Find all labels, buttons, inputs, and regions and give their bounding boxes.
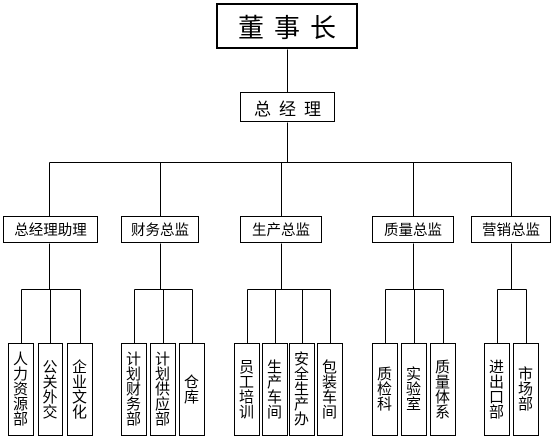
unit-box-inspection: 质检科	[372, 343, 398, 436]
unit-box-packaging: 包装车间	[317, 343, 343, 436]
dept-box-quality: 质量总监	[372, 216, 454, 243]
dept-box-marketing: 营销总监	[471, 216, 551, 243]
unit-box-hr: 人力资源部	[8, 343, 34, 436]
unit-box-quality-system: 质量体系	[430, 343, 456, 436]
unit-box-plan-supply: 计划供应部	[150, 343, 176, 436]
general-manager-box: 总经理	[240, 92, 335, 122]
unit-box-training: 员工培训	[234, 343, 260, 436]
dept-box-finance: 财务总监	[121, 216, 199, 243]
unit-box-warehouse: 仓 库	[179, 343, 205, 436]
chairman-box: 董事长	[216, 3, 358, 49]
unit-box-safety: 安全生产办	[289, 343, 315, 436]
unit-box-culture: 企业文化	[67, 343, 93, 436]
unit-box-laboratory: 实验室	[401, 343, 427, 436]
unit-box-workshop: 生产车间	[262, 343, 288, 436]
unit-box-pr: 公关外交	[38, 343, 63, 436]
unit-box-market: 市场部	[513, 343, 539, 436]
dept-box-production: 生产总监	[240, 216, 322, 243]
unit-box-import-export: 进出口部	[484, 343, 510, 436]
unit-box-plan-finance: 计划财务部	[121, 343, 147, 436]
dept-box-assistant: 总经理助理	[3, 216, 98, 243]
